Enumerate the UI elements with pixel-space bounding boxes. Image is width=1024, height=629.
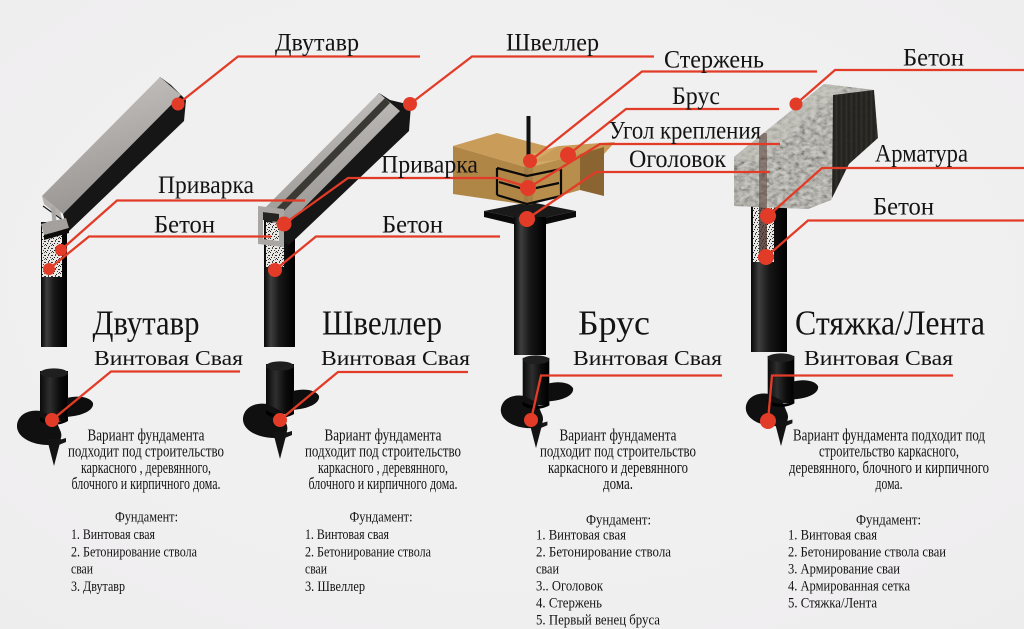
svg-text:дома.: дома.	[603, 474, 633, 493]
svg-text:блочного и кирпичного дома.: блочного и кирпичного дома.	[309, 474, 458, 493]
svg-text:подходит под строительство: подходит под строительство	[68, 442, 224, 461]
svg-text:дома.: дома.	[876, 474, 903, 493]
svg-text:4. Стержень: 4. Стержень	[536, 596, 602, 612]
svg-text:1. Винтовая свая: 1. Винтовая свая	[536, 528, 626, 544]
svg-text:Арматура: Арматура	[875, 141, 968, 168]
svg-text:2. Бетонирование ствола: 2. Бетонирование ствола	[305, 544, 431, 560]
svg-text:Вариант фундамента: Вариант фундамента	[88, 426, 206, 445]
svg-text:Фундамент:: Фундамент:	[350, 510, 413, 526]
svg-text:сваи: сваи	[71, 562, 93, 578]
svg-text:Бетон: Бетон	[903, 45, 964, 72]
svg-text:Фундамент:: Фундамент:	[115, 510, 178, 526]
svg-text:Швеллер: Швеллер	[322, 304, 442, 343]
svg-text:4. Армированная сетка: 4. Армированная сетка	[788, 579, 910, 595]
svg-text:строительство каркасного,: строительство каркасного,	[819, 442, 959, 461]
svg-text:Фундамент:: Фундамент:	[586, 513, 651, 529]
svg-text:Двутавр: Двутавр	[275, 30, 359, 57]
svg-text:Вариант фундамента: Вариант фундамента	[325, 426, 443, 445]
svg-text:Бетон: Бетон	[382, 212, 443, 239]
svg-text:Вариант фундамента подходит по: Вариант фундамента подходит под	[793, 426, 985, 445]
svg-text:Бетон: Бетон	[873, 194, 934, 221]
svg-text:блочного и кирпичного дома.: блочного и кирпичного дома.	[72, 474, 221, 493]
svg-text:деревянного, блочного и кирпич: деревянного, блочного и кирпичного	[789, 458, 989, 477]
svg-text:2. Бетонирование ствола: 2. Бетонирование ствола	[536, 545, 671, 561]
svg-text:Бетон: Бетон	[154, 212, 215, 239]
svg-text:Двутавр: Двутавр	[93, 304, 200, 343]
svg-text:Стержень: Стержень	[664, 47, 764, 74]
svg-text:3. Армирование сваи: 3. Армирование сваи	[788, 562, 900, 578]
svg-text:сваи: сваи	[305, 562, 327, 578]
svg-text:каркасного и деревянного: каркасного и деревянного	[548, 458, 688, 477]
svg-text:3.. Оголовок: 3.. Оголовок	[536, 579, 604, 595]
svg-text:2. Бетонирование ствола сваи: 2. Бетонирование ствола сваи	[788, 545, 946, 561]
svg-text:Винтовая Свая: Винтовая Свая	[321, 346, 470, 370]
svg-text:Угол крепления: Угол крепления	[609, 118, 761, 145]
svg-text:сваи: сваи	[536, 562, 559, 578]
svg-text:Винтовая Свая: Винтовая Свая	[573, 346, 722, 370]
svg-text:каркасного , деревянного,: каркасного , деревянного,	[318, 458, 448, 477]
svg-text:Винтовая Свая: Винтовая Свая	[804, 346, 953, 370]
svg-text:1. Винтовая свая: 1. Винтовая свая	[305, 527, 389, 543]
svg-text:Фундамент:: Фундамент:	[856, 513, 921, 529]
svg-text:3. Двутавр: 3. Двутавр	[71, 579, 125, 595]
svg-text:Приварка: Приварка	[158, 172, 254, 199]
svg-text:Оголовок: Оголовок	[629, 146, 727, 173]
svg-text:подходит под строительство: подходит под строительство	[305, 442, 461, 461]
svg-text:Приварка: Приварка	[381, 152, 478, 179]
svg-text:Брус: Брус	[578, 304, 650, 343]
svg-text:3. Швеллер: 3. Швеллер	[305, 579, 365, 595]
svg-text:Стяжка/Лента: Стяжка/Лента	[795, 304, 985, 343]
svg-text:2. Бетонирование ствола: 2. Бетонирование ствола	[71, 544, 197, 560]
svg-text:Брус: Брус	[672, 83, 720, 110]
svg-text:подходит под строительство: подходит под строительство	[540, 442, 696, 461]
svg-text:каркасного , деревянного,: каркасного , деревянного,	[81, 458, 211, 477]
svg-text:1. Винтовая свая: 1. Винтовая свая	[788, 528, 877, 544]
svg-text:1. Винтовая свая: 1. Винтовая свая	[71, 527, 155, 543]
svg-text:5. Стяжка/Лента: 5. Стяжка/Лента	[788, 596, 877, 612]
svg-text:5. Первый венец бруса: 5. Первый венец бруса	[536, 613, 660, 629]
svg-text:Винтовая Свая: Винтовая Свая	[94, 346, 243, 370]
svg-text:Вариант фундамента: Вариант фундамента	[560, 426, 678, 445]
svg-text:Швеллер: Швеллер	[506, 30, 599, 57]
